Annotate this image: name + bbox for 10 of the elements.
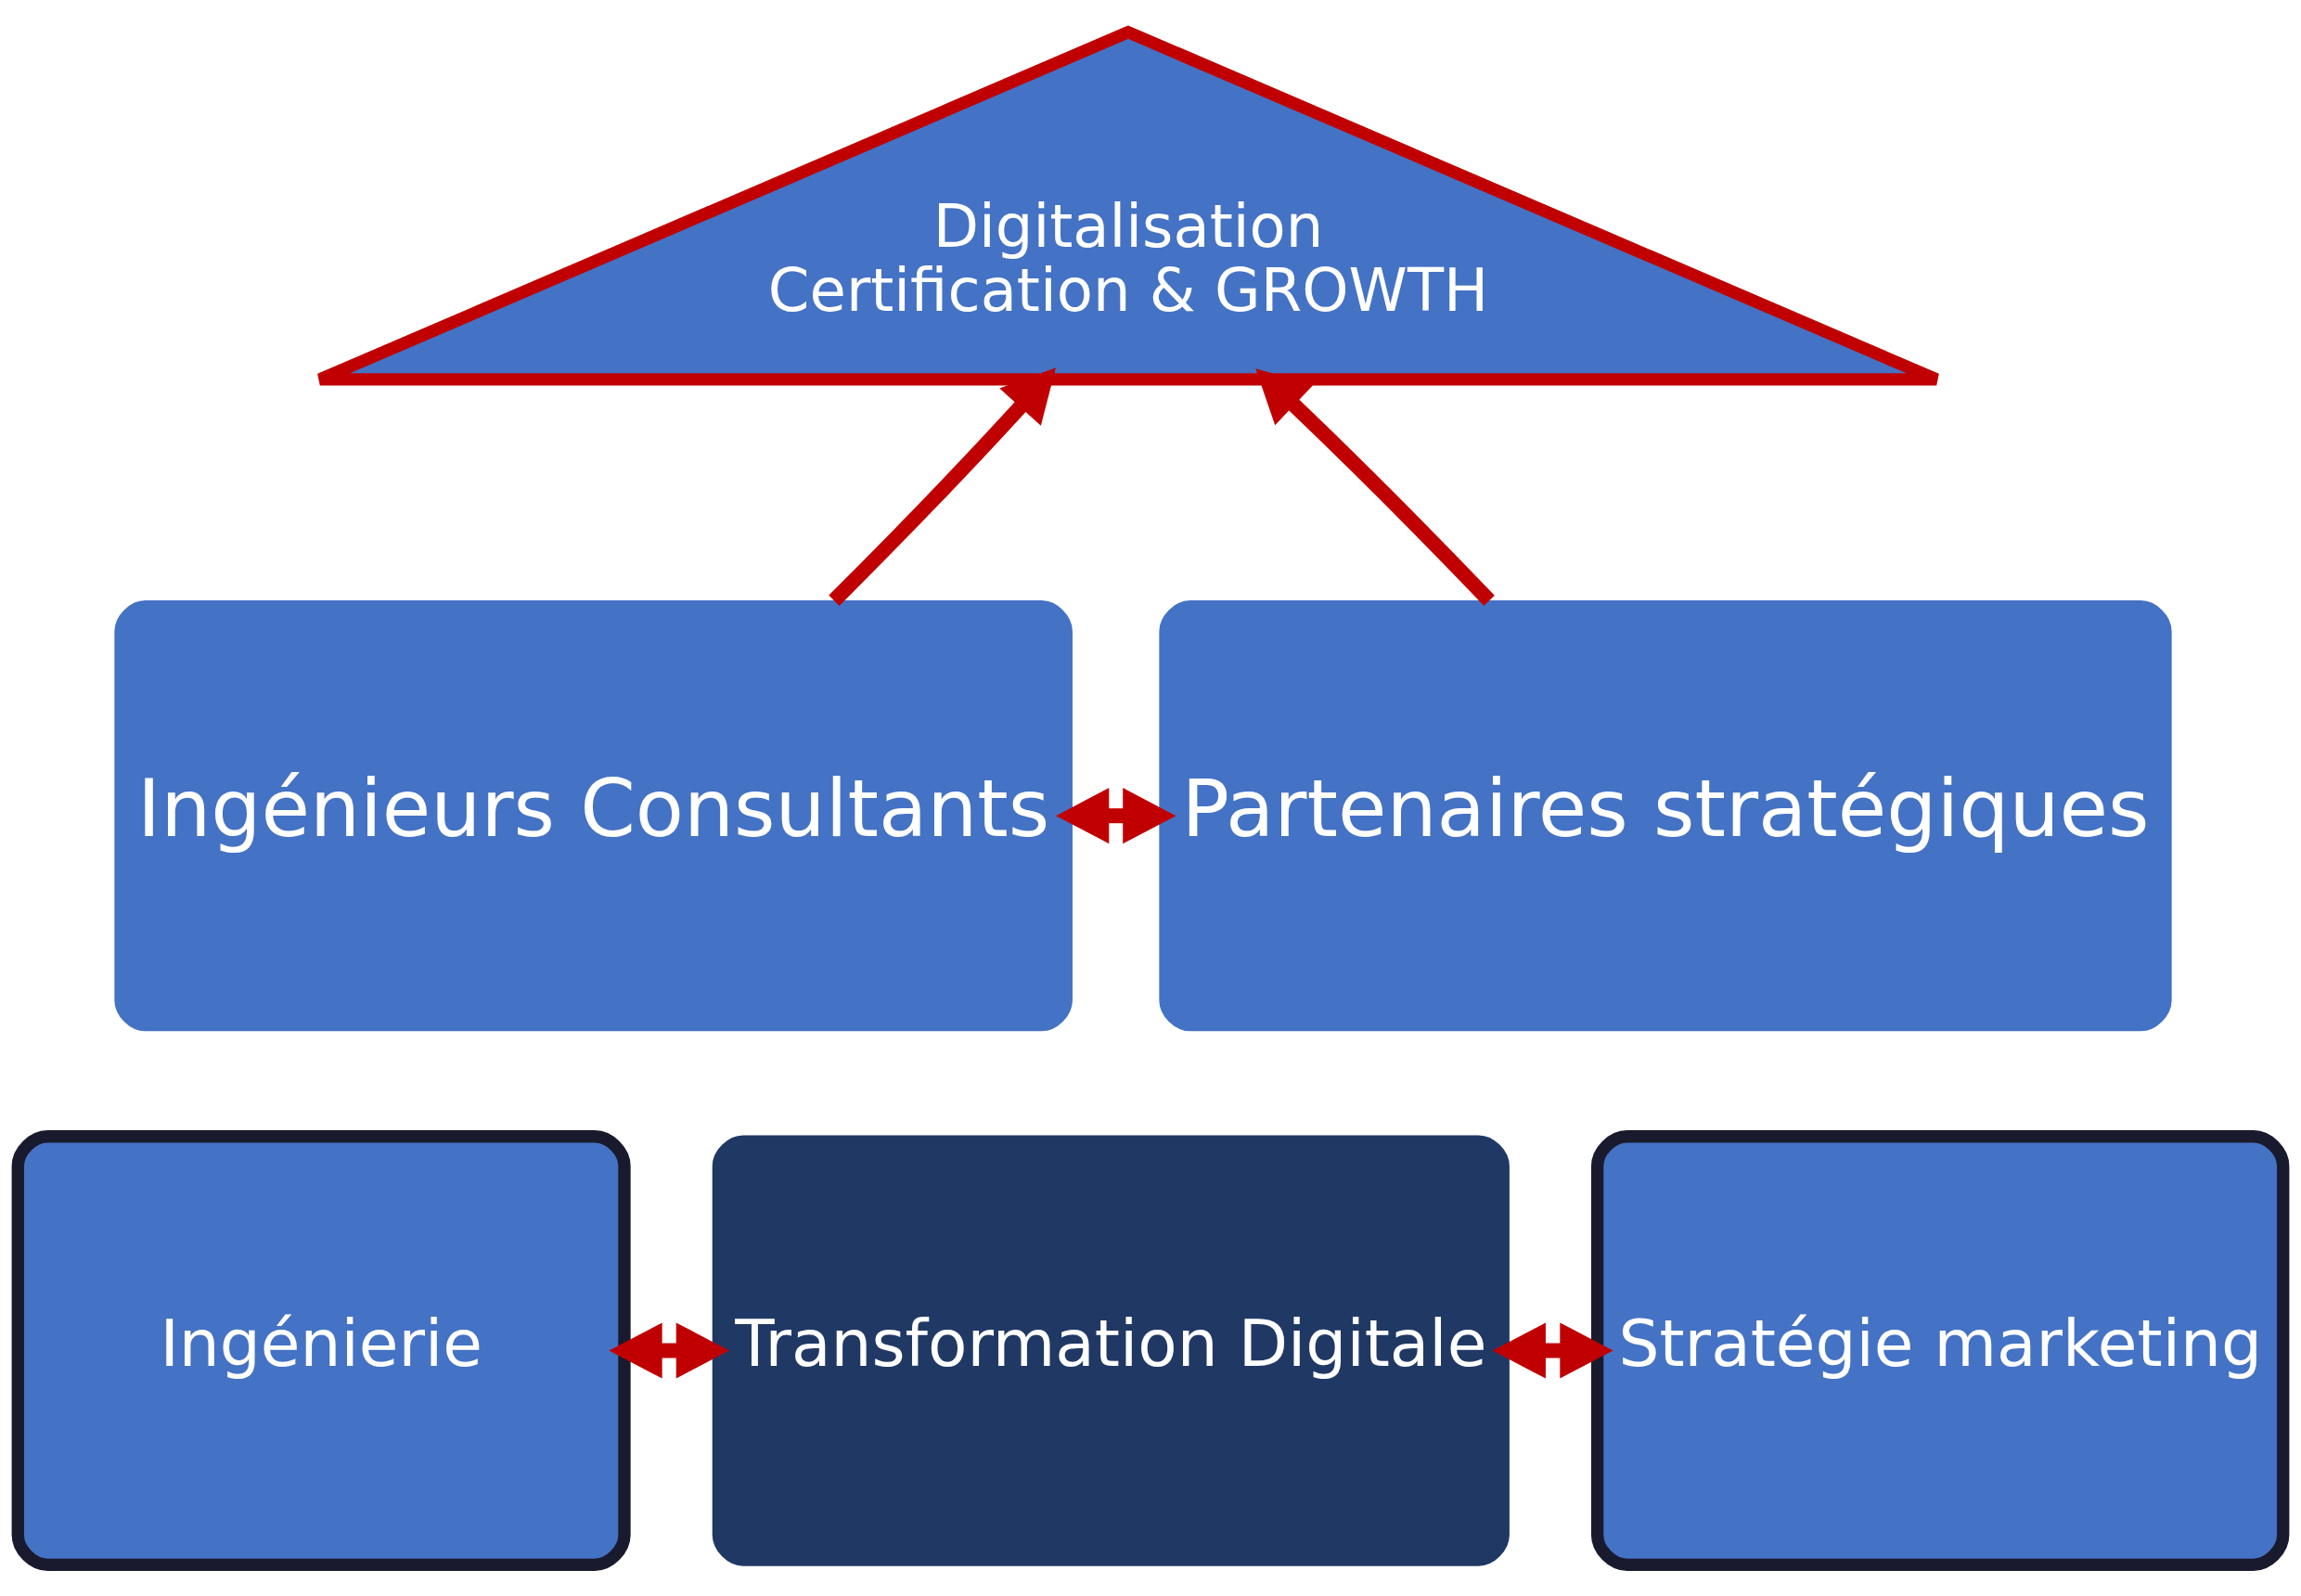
arrow (1255, 367, 1495, 606)
arrow (609, 1321, 729, 1379)
node-box: Ingénierie (11, 1129, 631, 1571)
node-box: Partenaires stratégiques (1159, 599, 2172, 1031)
node-box: Transformation Digitale (712, 1134, 1510, 1566)
node-box: Stratégie marketing (1590, 1129, 2290, 1571)
arrow (829, 367, 1056, 606)
arrow (1492, 1321, 1613, 1379)
arrow (1056, 787, 1176, 843)
node-box: Ingénieurs Consultants (114, 599, 1073, 1031)
